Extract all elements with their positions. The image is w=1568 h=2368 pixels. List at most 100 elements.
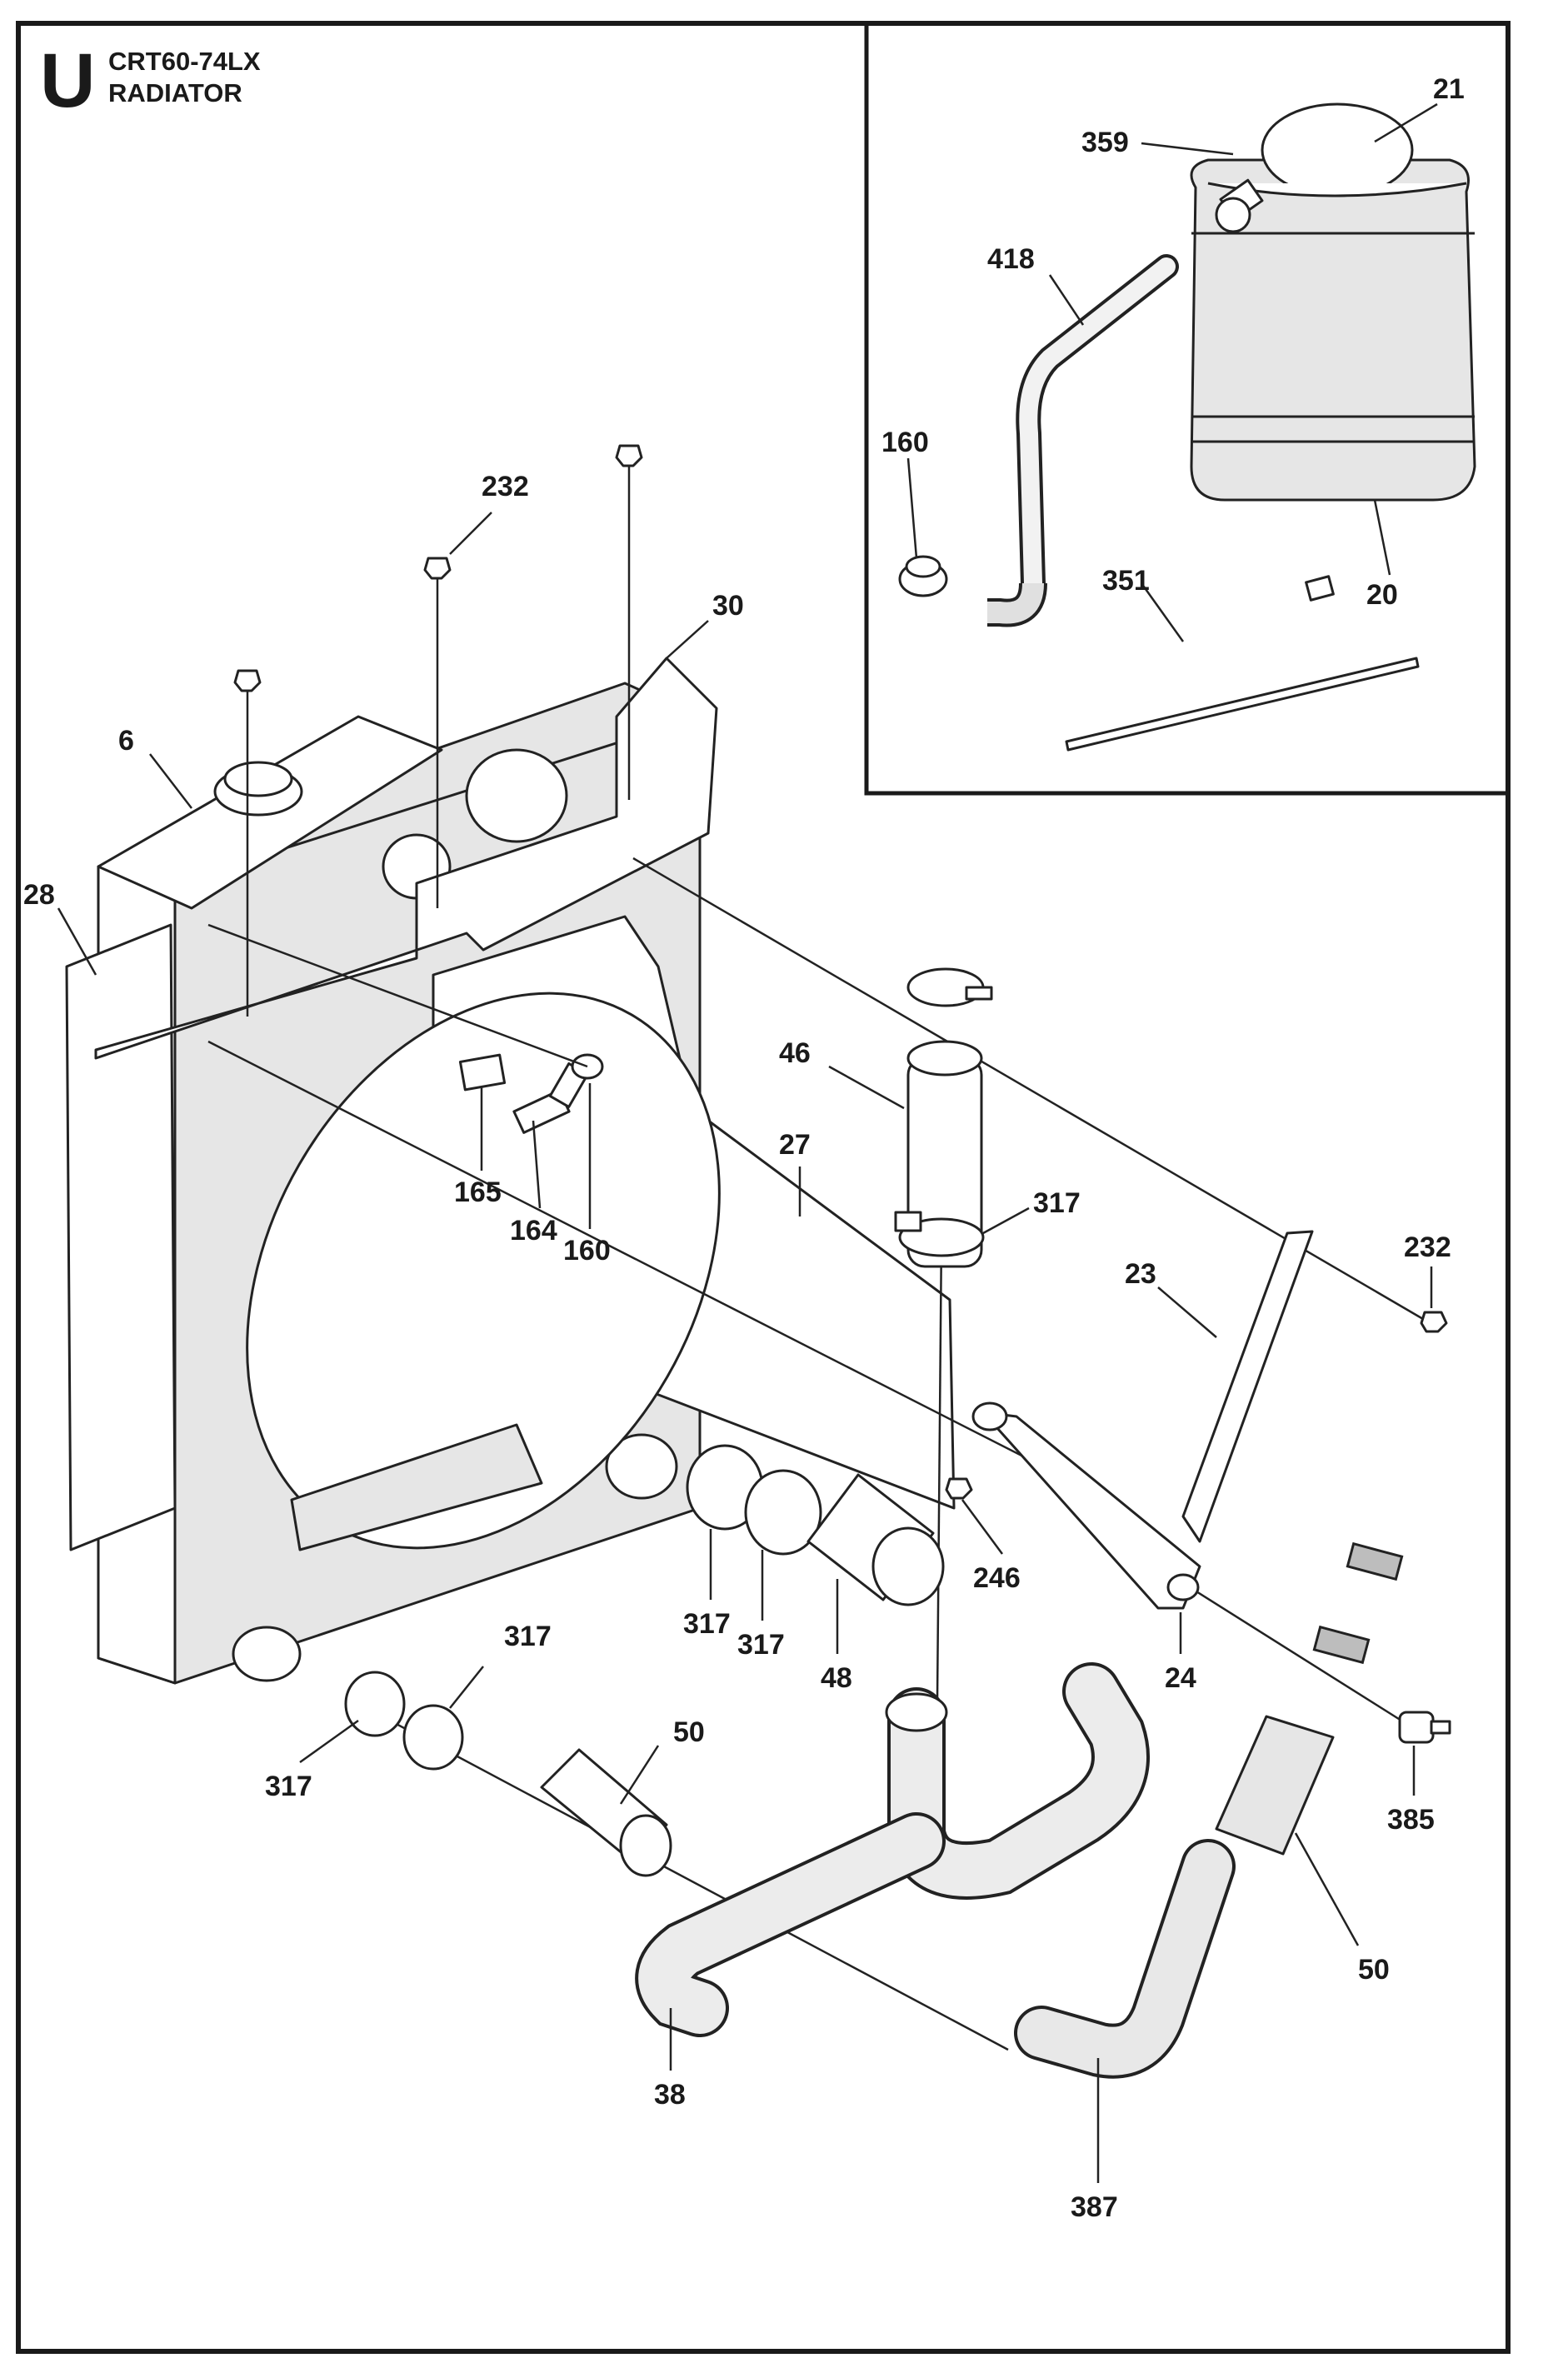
- callout-20: 20: [1366, 499, 1398, 611]
- section-letter: U: [40, 38, 95, 123]
- svg-text:246: 246: [973, 1562, 1021, 1594]
- radiator-outlet-pipes: [232, 748, 678, 1682]
- svg-text:21: 21: [1433, 73, 1465, 105]
- svg-text:160: 160: [881, 427, 929, 458]
- radiator-side-panel-28: [65, 923, 177, 1551]
- callout-30: 30: [666, 590, 744, 659]
- callout-359: 359: [1081, 127, 1234, 158]
- fan-shroud-27: [246, 915, 956, 1551]
- callout-24: 24: [1165, 1612, 1196, 1694]
- callout-160-inset: 160: [881, 427, 929, 559]
- bolt-232-top: [423, 557, 452, 908]
- svg-text:50: 50: [1358, 1954, 1390, 1986]
- callout-48: 48: [821, 1579, 852, 1694]
- inset-frame: [864, 21, 1511, 796]
- axis-385: [1182, 1581, 1409, 1726]
- callout-50-right: 50: [1294, 1832, 1390, 1986]
- hose-48: [806, 1473, 945, 1606]
- callout-6: 6: [118, 725, 192, 809]
- axis-lower-hose: [366, 1706, 1009, 2051]
- callout-46: 46: [779, 1037, 905, 1110]
- callout-317-d: 317: [265, 1719, 359, 1802]
- tank-hose-418: [987, 254, 1179, 627]
- pipe-38: [635, 1662, 1150, 2037]
- svg-text:24: 24: [1165, 1662, 1196, 1694]
- callout-38: 38: [654, 2008, 686, 2111]
- top-tank-6: [97, 715, 443, 910]
- svg-text:27: 27: [779, 1129, 811, 1161]
- callout-387: 387: [1071, 2058, 1118, 2223]
- callout-385: 385: [1387, 1746, 1435, 1836]
- callout-232-top: 232: [449, 471, 529, 555]
- callout-50-left: 50: [619, 1716, 705, 1805]
- callout-317-upper: 317: [982, 1187, 1081, 1235]
- cable-tie-351: [1065, 575, 1420, 752]
- svg-text:317: 317: [504, 1621, 552, 1652]
- support-rod-23: [1181, 1230, 1314, 1543]
- svg-text:20: 20: [1366, 579, 1398, 611]
- svg-text:317: 317: [1033, 1187, 1081, 1219]
- callout-317-c: 317: [449, 1621, 552, 1709]
- callout-28: 28: [23, 879, 97, 976]
- hose-387: [1014, 1839, 1236, 2079]
- callout-246: 246: [961, 1499, 1021, 1594]
- top-baffle-30: [94, 657, 718, 1060]
- hose-46: [906, 1040, 983, 1268]
- callout-418: 418: [987, 243, 1085, 326]
- svg-text:160: 160: [563, 1235, 611, 1266]
- nut-246: [945, 1477, 973, 1500]
- svg-text:385: 385: [1387, 1804, 1435, 1836]
- svg-text:351: 351: [1102, 565, 1150, 597]
- svg-text:359: 359: [1081, 127, 1129, 158]
- svg-text:6: 6: [118, 725, 134, 757]
- hose-clamp-top-46: [906, 967, 993, 1007]
- svg-text:30: 30: [712, 590, 744, 622]
- axis-rod-24: [207, 1040, 1126, 1510]
- hose-clamp-160-inset: [898, 555, 948, 597]
- svg-text:23: 23: [1125, 1258, 1156, 1290]
- svg-text:317: 317: [737, 1629, 785, 1661]
- svg-text:418: 418: [987, 243, 1035, 275]
- callout-317-b: 317: [737, 1550, 785, 1661]
- svg-text:317: 317: [265, 1771, 312, 1802]
- callout-351: 351: [1102, 565, 1185, 642]
- page-frame: [16, 21, 1511, 2354]
- nut-232-right: [1420, 1311, 1448, 1333]
- rubber-mount-385: [1398, 1711, 1451, 1744]
- svg-text:28: 28: [23, 879, 55, 911]
- expansion-tank: [1190, 102, 1476, 502]
- callout-160-main: 160: [563, 1083, 611, 1266]
- bolt-232-top-right: [615, 444, 643, 800]
- callout-317-a: 317: [683, 1529, 731, 1640]
- svg-text:165: 165: [454, 1177, 502, 1208]
- axis-filler-46: [936, 1232, 943, 1701]
- diagram-title: RADIATOR: [108, 78, 242, 107]
- fitting-165: [458, 1053, 507, 1092]
- hose-clamp-317-lower-left: [344, 1671, 464, 1771]
- svg-text:50: 50: [673, 1716, 705, 1748]
- tank-fitting-359: [1215, 178, 1264, 233]
- callout-165: 165: [454, 1087, 502, 1208]
- svg-text:387: 387: [1071, 2191, 1118, 2223]
- callout-164: 164: [510, 1120, 557, 1246]
- hose-50-left: [540, 1748, 672, 1877]
- callout-21: 21: [1374, 73, 1465, 143]
- bolt-232-left: [233, 669, 262, 1017]
- hose-clamp-317-upper: [894, 1211, 985, 1257]
- svg-text:317: 317: [683, 1608, 731, 1640]
- hose-50-right: [1215, 1715, 1335, 1856]
- svg-text:232: 232: [482, 471, 529, 502]
- hose-clamp-317-pair: [686, 1444, 822, 1556]
- support-rod-24: [971, 1401, 1201, 1610]
- svg-text:232: 232: [1404, 1231, 1451, 1263]
- axis-fittings: [207, 923, 588, 1068]
- svg-text:46: 46: [779, 1037, 811, 1069]
- callout-23: 23: [1125, 1258, 1217, 1338]
- svg-text:38: 38: [654, 2079, 686, 2111]
- svg-text:48: 48: [821, 1662, 852, 1694]
- callout-27: 27: [779, 1129, 811, 1216]
- clamp-block-upper: [1312, 1541, 1404, 1665]
- svg-text:164: 164: [510, 1215, 557, 1246]
- callout-232-right: 232: [1404, 1231, 1451, 1308]
